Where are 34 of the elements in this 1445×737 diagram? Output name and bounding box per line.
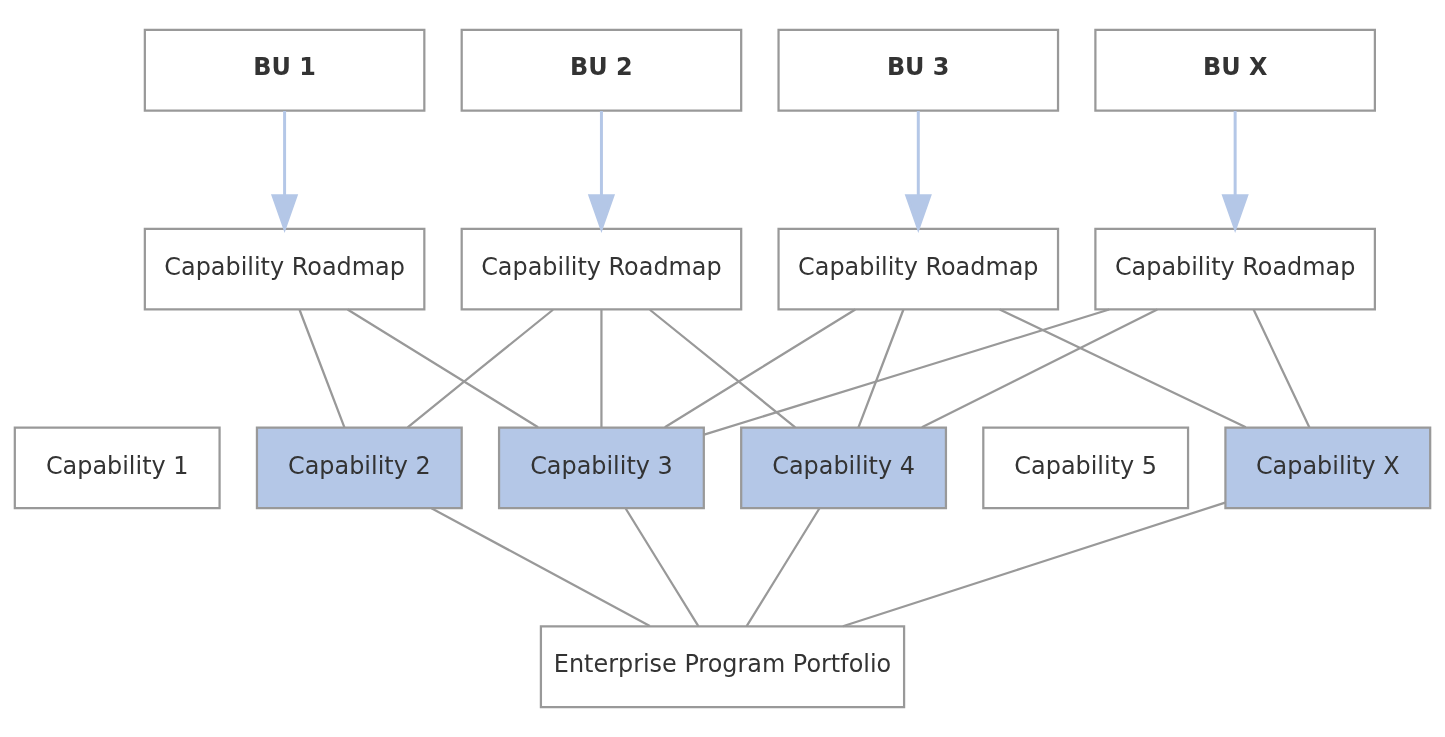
connector — [921, 308, 1158, 429]
node-box: BU X — [1094, 28, 1376, 112]
node-box: BU 1 — [143, 28, 426, 112]
connector — [624, 507, 700, 627]
node-box: Capability 3 — [497, 426, 705, 510]
connector — [649, 308, 796, 429]
node-box: Capability Roadmap — [143, 227, 426, 311]
node-box: Capability X — [1224, 426, 1432, 510]
arrow — [1221, 110, 1249, 234]
node-box: Capability 1 — [13, 426, 221, 510]
node-box: BU 3 — [777, 28, 1060, 112]
node-box: Enterprise Program Portfolio — [539, 625, 906, 709]
connector — [1252, 309, 1311, 428]
node-box: BU 2 — [460, 28, 743, 112]
connector — [999, 308, 1247, 429]
arrow — [587, 110, 616, 234]
connector — [600, 309, 603, 428]
node-box: Capability 2 — [255, 426, 463, 510]
node-box: Capability Roadmap — [1094, 227, 1376, 311]
arrow — [270, 110, 299, 234]
node-box: Capability 5 — [982, 426, 1190, 510]
connector — [745, 507, 821, 627]
connector — [347, 308, 539, 429]
node-box: Capability Roadmap — [460, 227, 743, 311]
connector — [857, 309, 905, 428]
connector — [703, 308, 1110, 436]
node-box: Capability 4 — [740, 426, 948, 510]
connector — [842, 501, 1226, 628]
arrow — [904, 110, 932, 234]
connector — [664, 308, 856, 429]
connector — [430, 507, 651, 627]
connector — [298, 309, 346, 428]
node-box: Capability Roadmap — [777, 227, 1060, 311]
connector — [406, 308, 554, 429]
